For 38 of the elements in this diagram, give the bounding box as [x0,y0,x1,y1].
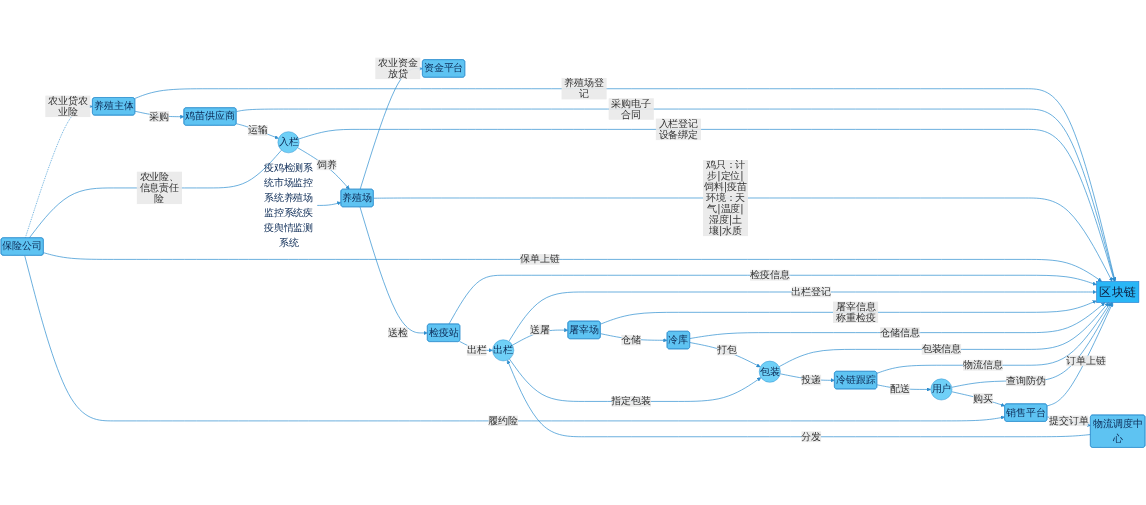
edge-label: 送屠 [529,324,550,336]
edge-label: 养殖场登记 [564,77,604,100]
node-circle: 用户 [930,378,953,401]
edge-label: 农业资金放贷 [378,57,418,80]
node-circle: 包装 [758,360,781,383]
node-circle: 入栏 [277,131,300,154]
connector [28,149,282,239]
edge-label: 查询防伪 [1005,375,1046,387]
edge-label: 采购 [149,110,170,122]
edge-label: 屠宰信息称重检疫 [835,300,876,324]
edge-label: 指定包装 [611,395,652,407]
edge-label: 农业贷农业险 [48,94,88,118]
edge-label: 饲养 [316,159,337,171]
node-text: 疫鸡检测系统市场监控系统养殖场监控系统疾疫舆情监测系统 [263,162,314,248]
edge-label: 检疫信息 [750,269,790,281]
edge-label: 配送 [890,383,910,395]
edge-label: 购买 [972,392,993,405]
node-box: 区块链 [1096,281,1140,303]
edge-label: 物流信息 [963,359,1003,371]
edge-label: 入栏登记设备绑定 [658,118,699,141]
edge-label: 出栏登记 [791,286,832,298]
edge-label: 打包 [716,344,737,356]
edge-label: 保单上链 [519,253,560,265]
edge-label: 鸡只：计步|定位|饲料|疫苗环境：天气|温度|湿度|土壤|水质 [704,159,747,237]
edge-label: 提交订单 [1048,414,1089,427]
edge-label: 包装信息 [921,343,962,355]
edge-label: 采购电子合同 [611,97,652,120]
node-circle: 出栏 [492,339,515,362]
edge-label: 出栏 [466,344,487,356]
edge-label: 仓储信息 [880,326,920,339]
edge-label: 履约险 [488,414,519,427]
edge-label: 订单上链 [1066,355,1106,367]
edge-label: 农业险、信息责任险 [139,171,180,205]
edge-label: 分发 [801,430,822,443]
edge-label: 仓储 [621,334,642,346]
edge-label: 运输 [247,124,268,136]
edge-label: 送检 [387,326,408,339]
edge-label: 投递 [801,374,822,386]
